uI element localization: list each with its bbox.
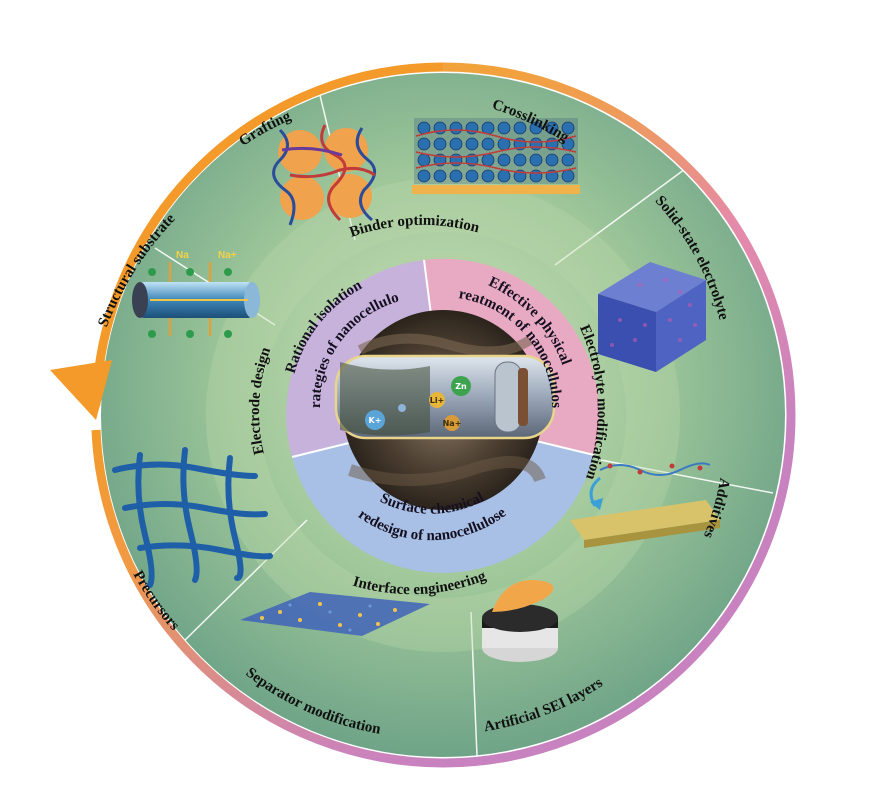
ion-k-label: K+: [369, 416, 382, 425]
solid-electrolyte-illustration: [598, 262, 706, 372]
electrode-na-plus-label: Na+: [218, 250, 237, 261]
separator-illustration: [240, 592, 430, 636]
electrode-illustration: Na Na+: [132, 250, 260, 338]
ion-k-icon: [365, 410, 385, 430]
middle-ring: [206, 178, 680, 652]
ion-zn-icon: [451, 376, 471, 396]
crosslinking-illustration: [412, 118, 580, 194]
precursors-illustration: [112, 447, 273, 588]
arrow-head-icon: [50, 360, 112, 420]
artificial-sei-illustration: [482, 580, 558, 662]
ion-zn-label: Zn: [455, 382, 467, 391]
electrode-na-label: Na: [176, 250, 189, 261]
cycle-arrow-ring: [91, 62, 796, 768]
ion-li-label: Li+: [430, 396, 445, 405]
central-battery-image: [334, 310, 556, 510]
ion-li-icon: [429, 392, 445, 408]
central-ion-icons: K+ Zn Li+ Na+: [365, 376, 471, 431]
ion-na-label: Na+: [443, 419, 462, 428]
grafting-illustration: [272, 124, 376, 226]
additives-illustration: [570, 462, 720, 548]
ion-na-icon: [444, 415, 460, 431]
